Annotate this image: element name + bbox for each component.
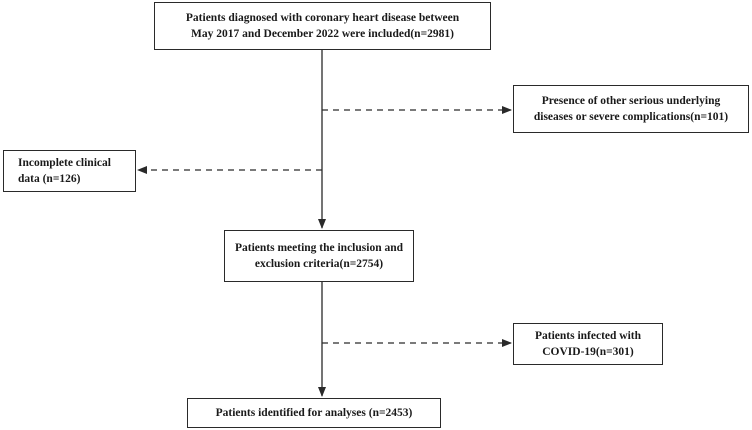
serious-exclusion-box: Presence of other serious underlying dis… [513, 85, 749, 133]
start-box: Patients diagnosed with coronary heart d… [154, 2, 491, 50]
criteria-line1: Patients meeting the inclusion and [234, 242, 404, 254]
start-box-line2: May 2017 and December 2022 were included… [191, 28, 454, 40]
incomplete-exclusion-line1: Incomplete clinical [18, 157, 111, 169]
serious-exclusion-line2: diseases or severe complications(n=101) [533, 111, 729, 123]
criteria-box: Patients meeting the inclusion and exclu… [224, 230, 414, 282]
covid-exclusion-box: Patients infected with COVID-19(n=301) [513, 323, 663, 365]
start-box-line1: Patients diagnosed with coronary heart d… [185, 12, 460, 24]
incomplete-exclusion-line2: data (n=126) [18, 173, 81, 185]
criteria-line2: exclusion criteria(n=2754) [254, 258, 384, 270]
final-box: Patients identified for analyses (n=2453… [187, 398, 441, 428]
final-line1: Patients identified for analyses (n=2453… [215, 407, 413, 419]
incomplete-exclusion-box: Incomplete clinical data (n=126) [3, 150, 136, 192]
covid-exclusion-line2: COVID-19(n=301) [542, 346, 634, 358]
covid-exclusion-line1: Patients infected with [534, 330, 642, 342]
serious-exclusion-line1: Presence of other serious underlying [541, 95, 721, 107]
